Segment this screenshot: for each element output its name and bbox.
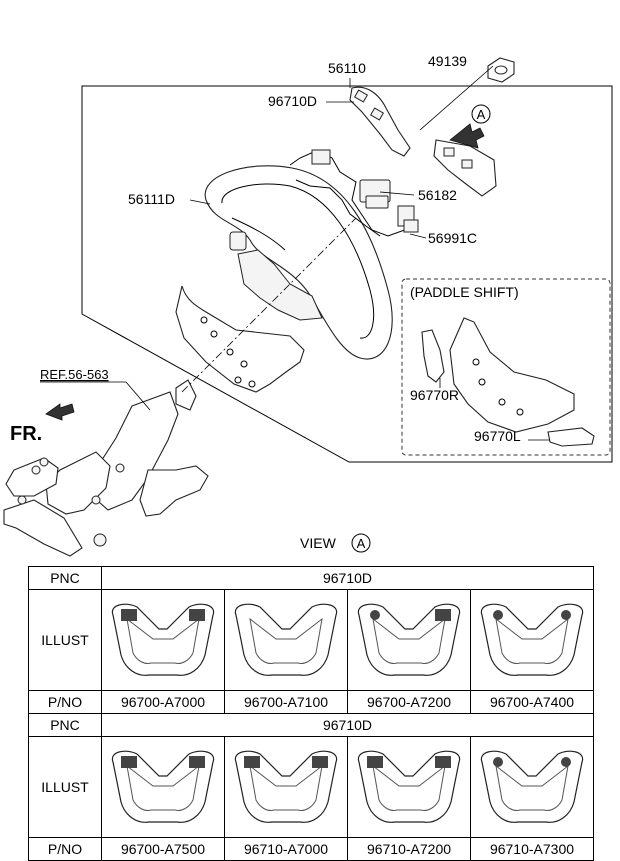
parts-table: PNC 96710D ILLUST P/NO 96700-A7000 96700…: [28, 566, 594, 861]
paddle-shift-title: (PADDLE SHIFT): [410, 284, 519, 300]
pnc-header-2: PNC: [28, 713, 102, 737]
illust-header-2: ILLUST: [28, 736, 102, 838]
steering-hub-cover: [175, 231, 323, 393]
switch-illustration-1a: [111, 603, 215, 676]
pnc-value-2: 96710D: [101, 713, 594, 737]
switch-illustration-2b: [234, 750, 338, 823]
steering-wheel-rim: [204, 165, 393, 360]
view-circle: [351, 533, 371, 553]
view-label: VIEW: [300, 535, 337, 551]
part-number: 96710-A7200: [347, 837, 471, 861]
illust-cell: [347, 589, 471, 691]
illust-cell: [101, 589, 225, 691]
steering-column: [3, 217, 357, 557]
label-96770L: 96770L: [474, 428, 521, 444]
switch-illustration-1b: [234, 603, 338, 676]
nut-49139: [487, 57, 515, 83]
part-number: 96700-A7100: [224, 690, 348, 714]
label-96770R: 96770R: [410, 387, 459, 403]
table-row-pnc-1: PNC 96710D: [28, 566, 594, 590]
label-56991C: 56991C: [428, 230, 477, 246]
table-row-pnc-2: PNC 96710D: [28, 713, 594, 737]
pno-header-2: P/NO: [28, 837, 102, 861]
label-96710D: 96710D: [268, 93, 317, 109]
pnc-header-1: PNC: [28, 566, 102, 590]
pnc-value-1: 96710D: [101, 566, 594, 590]
front-arrow: [45, 403, 75, 421]
part-number: 96710-A7000: [224, 837, 348, 861]
part-number: 96700-A7200: [347, 690, 471, 714]
label-56110: 56110: [328, 60, 366, 76]
view-a-arrow: A: [449, 104, 491, 149]
label-56111D: 56111D: [128, 191, 175, 207]
pno-header-1: P/NO: [28, 690, 102, 714]
table-row-illust-1: ILLUST: [28, 589, 594, 691]
wiring-harness: [289, 149, 419, 237]
switch-illustration-1c: [357, 603, 461, 676]
part-number: 96700-A7500: [101, 837, 225, 861]
front-label: FR.: [10, 423, 42, 445]
view-a-callout: A: [477, 107, 486, 122]
switch-illustration-2a: [111, 750, 215, 823]
switch-illustration-1d: [480, 603, 584, 676]
paddle-shift-box: [401, 278, 611, 456]
illust-cell: [470, 736, 594, 838]
connector-56182: [359, 179, 391, 209]
view-circle-letter: A: [357, 536, 366, 551]
illust-cell: [101, 736, 225, 838]
illust-cell: [224, 736, 348, 838]
part-number: 96710-A7300: [470, 837, 594, 861]
switch-illustration-2d: [480, 750, 584, 823]
part-number: 96700-A7000: [101, 690, 225, 714]
part-number: 96700-A7400: [470, 690, 594, 714]
leader-lines: [40, 65, 550, 441]
illust-header-1: ILLUST: [28, 589, 102, 691]
table-row-pno-1: P/NO 96700-A7000 96700-A7100 96700-A7200…: [28, 690, 594, 714]
label-49139: 49139: [428, 53, 467, 69]
switch-illustration-2c: [357, 750, 461, 823]
illust-cell: [224, 589, 348, 691]
illust-cell: [347, 736, 471, 838]
table-row-illust-2: ILLUST: [28, 736, 594, 838]
label-56182: 56182: [418, 187, 457, 203]
illust-cell: [470, 589, 594, 691]
reference-label: REF.56-563: [40, 367, 109, 382]
paddle-shift-parts: [421, 317, 595, 447]
table-row-pno-2: P/NO 96700-A7500 96710-A7000 96710-A7200…: [28, 837, 594, 861]
assembly-frame: [81, 85, 613, 463]
remote-switch-assembly: [349, 86, 497, 197]
